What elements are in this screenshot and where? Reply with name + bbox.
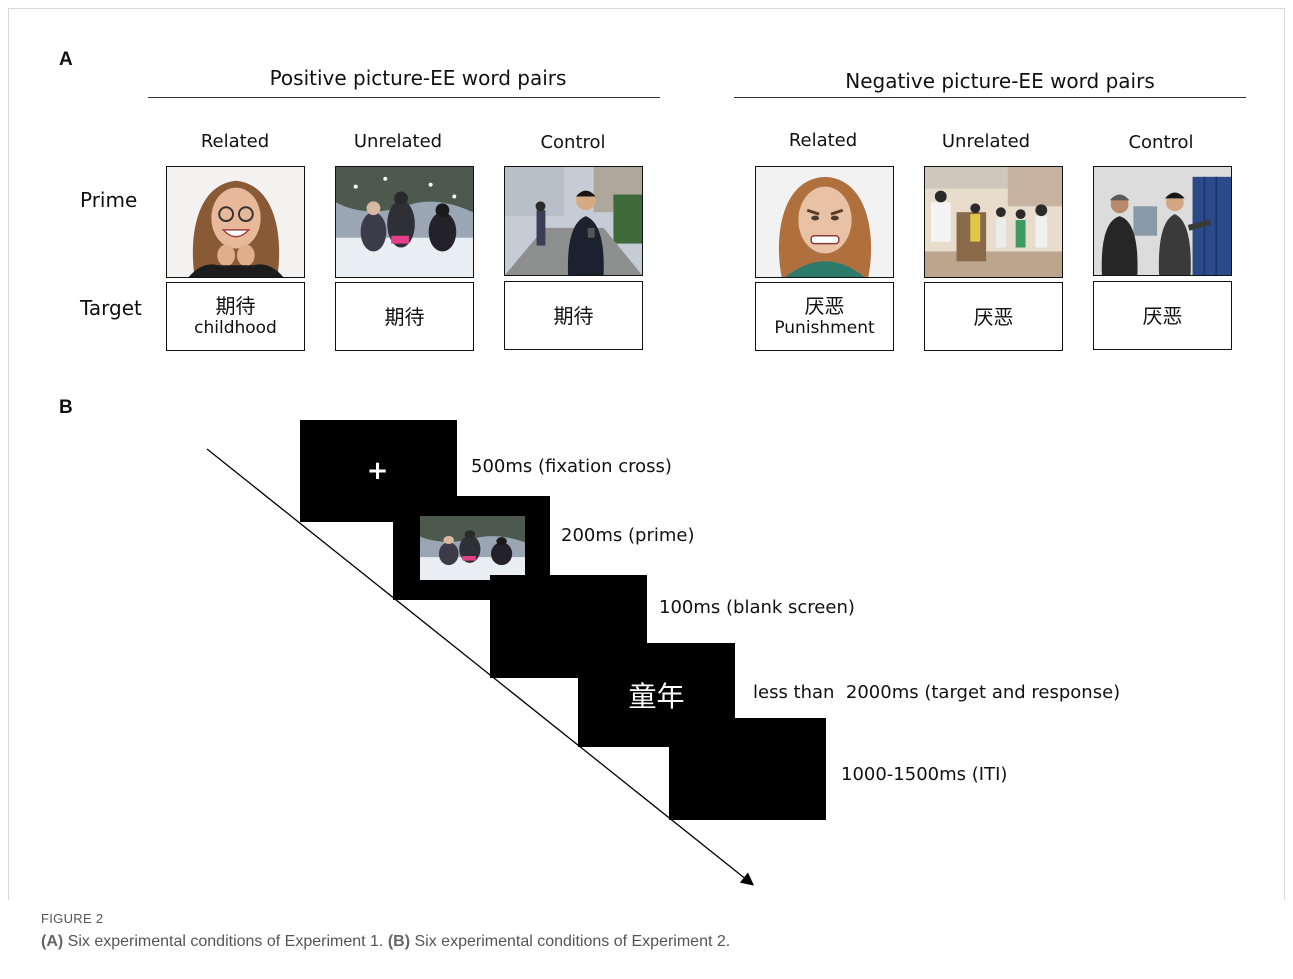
row-label-prime: Prime	[80, 188, 138, 212]
column-label-positive-unrelated: Unrelated	[353, 131, 443, 152]
positive-group-title: Positive picture-EE word pairs	[269, 66, 567, 90]
prime-photo-school-children	[924, 166, 1063, 278]
column-label-negative-unrelated: Unrelated	[941, 131, 1031, 152]
figure-frame	[8, 8, 1285, 900]
target-box-negative-unrelated: 厌恶	[924, 282, 1063, 351]
target-box-positive-related: 期待 childhood	[166, 282, 305, 351]
negative-group-title: Negative picture-EE word pairs	[845, 69, 1155, 93]
target-word-cn: 期待	[215, 294, 256, 319]
panel-a-letter: A	[59, 49, 73, 70]
caption-b-tag: (B)	[387, 933, 411, 950]
column-label-negative-control: Control	[1128, 132, 1194, 153]
panel-b-letter: B	[59, 397, 73, 418]
target-word-cn: 期待	[384, 304, 425, 329]
figure-caption: (A) Six experimental conditions of Exper…	[41, 933, 730, 951]
timing-iti: 1000-1500ms (ITI)	[841, 764, 1008, 785]
column-label-negative-related: Related	[788, 130, 858, 151]
target-word-cn: 期待	[553, 303, 594, 328]
target-word-en: Punishment	[774, 318, 875, 339]
target-word-en: childhood	[194, 318, 277, 339]
target-word-cn: 厌恶	[973, 304, 1014, 329]
target-box-positive-control: 期待	[504, 281, 643, 350]
row-label-target: Target	[80, 296, 142, 320]
figure-label: FIGURE 2	[41, 911, 104, 926]
positive-group-underline	[148, 97, 660, 98]
column-label-positive-control: Control	[540, 132, 606, 153]
prime-photo-man-walking	[504, 166, 643, 276]
timing-target: less than 2000ms (target and response)	[753, 682, 1121, 703]
target-box-negative-control: 厌恶	[1093, 281, 1232, 350]
prime-photo-disgusted-woman	[755, 166, 894, 278]
fixation-cross: +	[366, 456, 389, 486]
timing-prime: 200ms (prime)	[561, 525, 695, 546]
timing-fixation: 500ms (fixation cross)	[471, 456, 672, 477]
iti-screen	[669, 718, 826, 820]
target-box-positive-unrelated: 期待	[335, 282, 474, 351]
prime-screen-photo-snow-play	[420, 516, 525, 580]
target-box-negative-related: 厌恶 Punishment	[755, 282, 894, 351]
target-word: 童年	[628, 680, 685, 713]
caption-a-text: Six experimental conditions of Experimen…	[63, 933, 388, 950]
prime-photo-people-at-lockers	[1093, 166, 1232, 276]
prime-photo-smiling-woman	[166, 166, 305, 278]
timing-blank: 100ms (blank screen)	[659, 597, 855, 618]
column-label-positive-related: Related	[200, 131, 270, 152]
target-word-cn: 厌恶	[804, 294, 845, 319]
caption-a-tag: (A)	[41, 933, 64, 950]
caption-b-text: Six experimental conditions of Experimen…	[410, 933, 731, 950]
negative-group-underline	[734, 97, 1246, 98]
target-word-cn: 厌恶	[1142, 303, 1183, 328]
prime-photo-snow-play	[335, 166, 474, 278]
